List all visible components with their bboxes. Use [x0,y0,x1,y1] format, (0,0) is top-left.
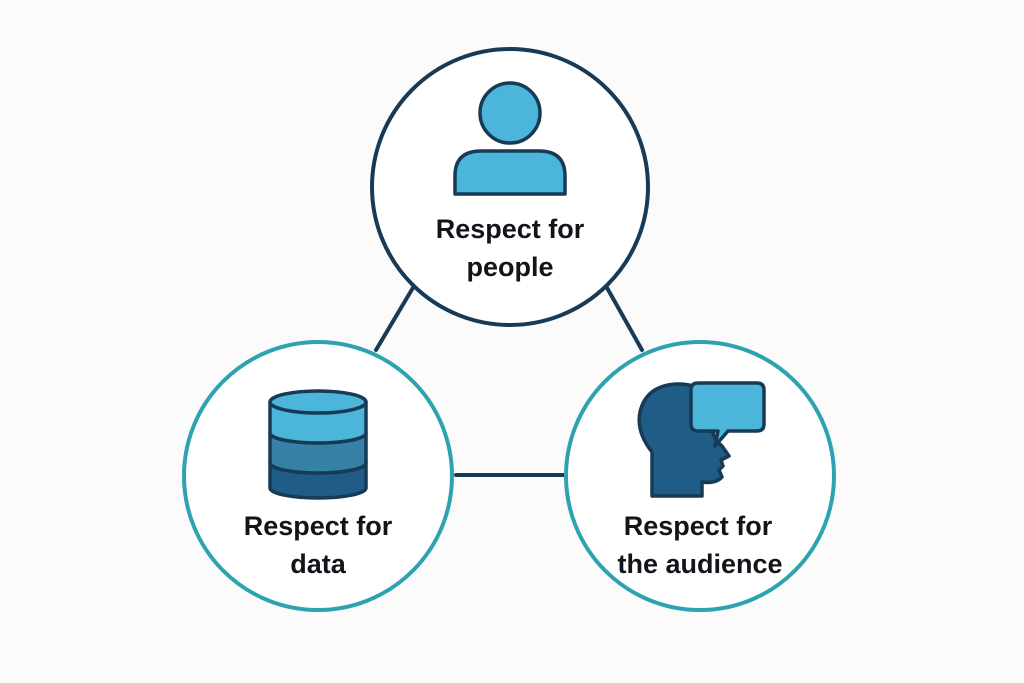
connector-people-audience [604,284,644,352]
node-audience-label-line2: the audience [617,549,782,579]
connectors [374,284,644,477]
node-audience: Respect for the audience [564,340,836,612]
node-data: Respect for data [182,340,454,612]
node-people-label-line1: Respect for [436,214,585,244]
node-people: Respect for people [370,47,650,327]
node-data-label-line1: Respect for [244,511,393,541]
node-audience-label-line1: Respect for [624,511,773,541]
connector-people-data [374,284,416,352]
node-data-label-line2: data [290,549,347,579]
speech-bubble-icon [689,381,766,448]
speaking-head-icon [637,381,766,498]
node-people-label-line2: people [466,252,553,282]
person-icon [453,81,567,196]
database-icon [268,389,368,500]
